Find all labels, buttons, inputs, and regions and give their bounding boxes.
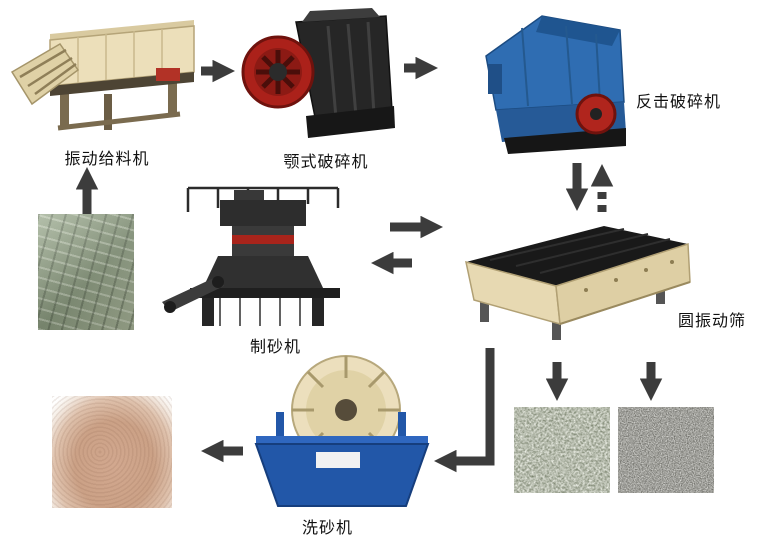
impact-crusher-label: 反击破碎机 (636, 94, 722, 111)
vibrating-screen-drawing (465, 226, 691, 340)
vibrating-feeder-drawing (10, 20, 195, 131)
raw-rock-photo (38, 214, 134, 330)
coarse-aggregate-texture (514, 407, 610, 493)
screen-to-washer-arrow (434, 348, 495, 473)
jaw-crusher-illustration (240, 6, 398, 144)
jaw-crusher-drawing (241, 8, 395, 138)
sand-maker-illustration (160, 178, 364, 332)
vibrating-feeder-illustration (8, 10, 200, 142)
finished-sand-photo (52, 396, 172, 508)
sand-washer-illustration (250, 352, 434, 512)
coarse-aggregate-photo (514, 407, 610, 493)
vibrating-screen-label: 圆振动筛 (678, 313, 747, 330)
sand-maker-label: 制砂机 (250, 339, 302, 356)
sand-maker-drawing (162, 186, 340, 326)
jaw-crusher-label: 颚式破碎机 (283, 154, 369, 171)
impact-crusher-drawing (485, 15, 626, 154)
fine-aggregate-texture (618, 407, 714, 493)
sand-washer-label: 洗砂机 (302, 520, 354, 537)
sand-washer-drawing (254, 355, 430, 507)
vibrating-screen-illustration (456, 220, 694, 348)
fine-aggregate-photo (618, 407, 714, 493)
impact-crusher-illustration (478, 6, 634, 160)
vibrating-feeder-label: 振动给料机 (64, 151, 150, 168)
